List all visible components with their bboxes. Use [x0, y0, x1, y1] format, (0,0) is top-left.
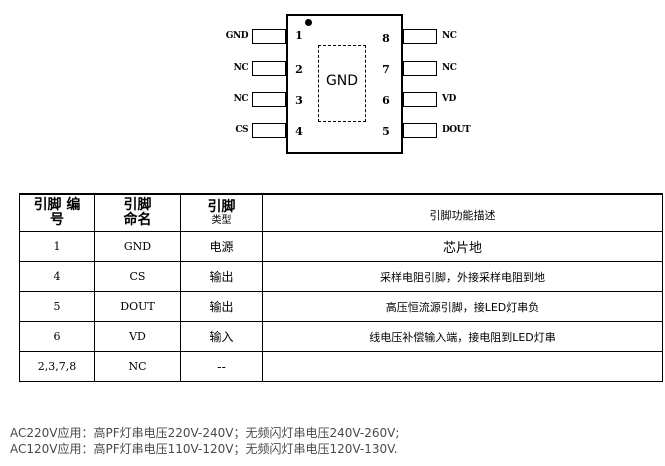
pin1-marker-dot [305, 19, 312, 26]
cell-pin-type: 电源 [180, 231, 263, 262]
cell-pin-number: 6 [19, 321, 95, 352]
pin-number: 1 [295, 29, 303, 42]
cell-pin-number: 4 [19, 261, 95, 292]
cell-pin-type: -- [180, 351, 263, 382]
cell-pin-type: 输入 [180, 321, 263, 352]
header-pin-type: 引脚 类型 [180, 193, 263, 232]
header-description-label: 引脚功能描述 [429, 208, 496, 222]
cell-pin-description: 线电压补偿输入端，接电阻到LED灯串 [262, 321, 663, 352]
table-header-row: 引脚 编 号 引脚 命名 引脚 类型 引脚功能描述 [19, 193, 663, 232]
cell-pin-number: 5 [19, 291, 95, 322]
cell-pin-number: 1 [19, 231, 95, 262]
table-row: 2,3,7,8 NC -- [19, 351, 663, 382]
pin-name-label: DOUT [442, 125, 471, 135]
table-row: 5 DOUT 输出 高压恒流源引脚，接LED灯串负 [19, 291, 663, 322]
exposed-pad [318, 45, 366, 122]
pin-name-label: CS [235, 125, 248, 135]
pin-lead-5 [403, 123, 437, 138]
header-pin-number-line2: 号 [50, 212, 64, 228]
pin-name-label: VD [442, 94, 456, 104]
cell-pin-description: 芯片地 [262, 231, 663, 262]
header-pin-number-line1: 引脚 编 [33, 197, 81, 213]
cell-pin-description: 高压恒流源引脚，接LED灯串负 [262, 291, 663, 322]
pin-number: 8 [382, 32, 390, 45]
header-pin-name: 引脚 命名 [94, 193, 181, 232]
cell-pin-type: 输出 [180, 261, 263, 292]
pin-name-label: NC [233, 94, 249, 104]
pin-function-table: 引脚 编 号 引脚 命名 引脚 类型 引脚功能描述 1 GND 电源 芯片地 4 [19, 193, 663, 382]
exposed-pad-label: GND [325, 73, 359, 89]
header-pin-type-line2: 类型 [211, 214, 232, 226]
chip-pinout-diagram: GND 1 2 3 4 GND NC NC CS 8 7 6 5 NC NC V… [0, 0, 665, 170]
pin-name-label: NC [442, 31, 457, 41]
pin-lead-4 [252, 123, 286, 138]
cell-pin-name: VD [94, 321, 181, 352]
table-row: 6 VD 输入 线电压补偿输入端，接电阻到LED灯串 [19, 321, 663, 352]
pin-name-label: NC [233, 63, 249, 73]
pin-number: 7 [382, 63, 390, 76]
pin-number: 5 [382, 125, 390, 138]
cell-pin-name: NC [94, 351, 181, 382]
table-row: 4 CS 输出 采样电阻引脚，外接采样电阻到地 [19, 261, 663, 292]
pin-name-label: NC [442, 63, 457, 73]
cell-pin-description [262, 351, 663, 382]
header-pin-name-line2: 命名 [123, 212, 152, 228]
cell-pin-number: 2,3,7,8 [19, 351, 95, 382]
pin-lead-6 [403, 92, 437, 107]
header-description: 引脚功能描述 [262, 193, 663, 232]
application-note-ac120: AC120V应用：高PF灯串电压110V-120V；无频闪灯串电压120V-13… [10, 442, 398, 456]
cell-pin-name: DOUT [94, 291, 181, 322]
pin-lead-1 [252, 29, 286, 44]
application-note-ac220: AC220V应用：高PF灯串电压220V-240V；无频闪灯串电压240V-26… [10, 426, 400, 440]
pin-number: 6 [382, 94, 390, 107]
pin-lead-8 [403, 29, 437, 44]
pin-name-label: GND [225, 31, 249, 41]
table-row: 1 GND 电源 芯片地 [19, 231, 663, 262]
header-pin-number: 引脚 编 号 [19, 193, 95, 232]
header-pin-name-line1: 引脚 [123, 197, 152, 213]
pin-lead-3 [252, 92, 286, 107]
pin-number: 3 [295, 94, 303, 107]
pin-number: 4 [295, 125, 303, 138]
cell-pin-name: GND [94, 231, 181, 262]
cell-pin-type: 输出 [180, 291, 263, 322]
ic-package-body [286, 14, 403, 154]
pin-lead-7 [403, 61, 437, 76]
header-pin-type-line1: 引脚 [207, 198, 236, 215]
pin-number: 2 [295, 63, 303, 76]
cell-pin-name: CS [94, 261, 181, 292]
cell-pin-description: 采样电阻引脚，外接采样电阻到地 [262, 261, 663, 292]
pin-lead-2 [252, 61, 286, 76]
